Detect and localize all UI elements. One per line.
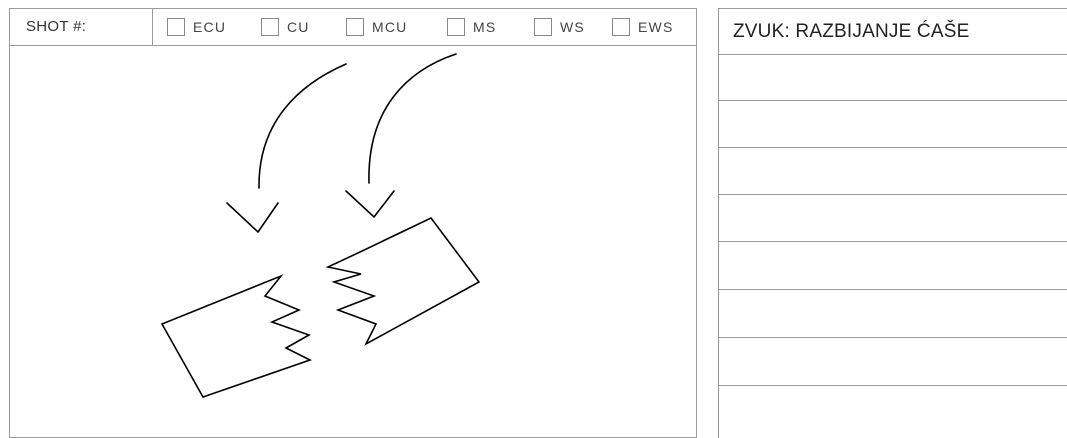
note-line bbox=[719, 337, 1067, 338]
shot-option-cu[interactable]: CU bbox=[261, 17, 310, 37]
storyboard-sketch bbox=[160, 53, 481, 398]
shot-option-mcu[interactable]: MCU bbox=[346, 17, 407, 37]
ws-label: WS bbox=[560, 19, 585, 35]
note-line bbox=[719, 100, 1067, 101]
mcu-checkbox[interactable] bbox=[346, 18, 364, 36]
note-line bbox=[719, 147, 1067, 148]
ms-checkbox[interactable] bbox=[447, 18, 465, 36]
glass-shard-left bbox=[160, 274, 313, 398]
cu-label: CU bbox=[287, 19, 310, 35]
frame-panel: SHOT #: ECU CU MCU MS WS EWS bbox=[9, 8, 697, 438]
shot-option-ws[interactable]: WS bbox=[534, 17, 585, 37]
note-line bbox=[719, 241, 1067, 242]
ews-label: EWS bbox=[638, 19, 674, 35]
header-divider bbox=[152, 9, 153, 45]
motion-arrow-left-head bbox=[226, 202, 279, 234]
motion-arrow-right-head bbox=[345, 190, 395, 219]
ms-label: MS bbox=[473, 19, 497, 35]
ews-checkbox[interactable] bbox=[612, 18, 630, 36]
shot-number-label: SHOT #: bbox=[26, 18, 87, 35]
note-line bbox=[719, 385, 1067, 386]
mcu-label: MCU bbox=[372, 19, 408, 35]
motion-arrow-left-curve bbox=[258, 63, 347, 189]
note-line bbox=[719, 289, 1067, 290]
sound-title: ZVUK: RAZBIJANJE ĆAŠE bbox=[733, 21, 970, 42]
ws-checkbox[interactable] bbox=[534, 18, 552, 36]
ecu-label: ECU bbox=[193, 19, 227, 35]
shot-header: SHOT #: ECU CU MCU MS WS EWS bbox=[10, 9, 696, 46]
shot-option-ews[interactable]: EWS bbox=[612, 17, 674, 37]
note-line bbox=[719, 54, 1067, 55]
cu-checkbox[interactable] bbox=[261, 18, 279, 36]
shot-option-ms[interactable]: MS bbox=[447, 17, 496, 37]
note-line bbox=[719, 194, 1067, 195]
glass-shard-right bbox=[325, 216, 481, 346]
motion-arrow-right-curve bbox=[368, 53, 457, 184]
ecu-checkbox[interactable] bbox=[167, 18, 185, 36]
sound-panel: ZVUK: RAZBIJANJE ĆAŠE bbox=[718, 8, 1067, 438]
shot-option-ecu[interactable]: ECU bbox=[167, 17, 226, 37]
